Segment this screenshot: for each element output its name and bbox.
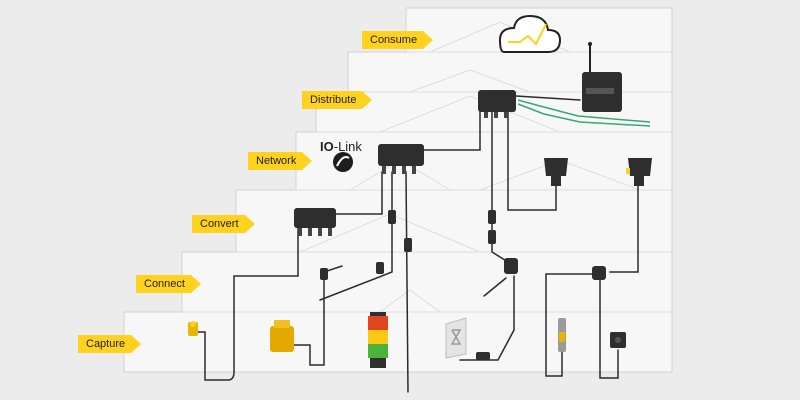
io-link-brand: IO: [320, 139, 334, 154]
cable-distribute-sensor3: [507, 109, 557, 211]
cable-splitter-b: [599, 279, 619, 379]
arrow-icon: [362, 91, 373, 109]
stage-label: Consume: [362, 31, 424, 49]
gateway-icon: [582, 42, 622, 112]
indicator-light-icon: [445, 317, 467, 359]
io-link-master-icon: [378, 144, 424, 174]
io-link-icon: [333, 152, 353, 172]
stage-label: Capture: [78, 335, 132, 353]
ethernet-switch-icon: [478, 90, 516, 118]
io-link-logo: IO-Link: [320, 139, 362, 154]
hub-icon: [294, 208, 336, 236]
cable-distribute-hub: [491, 109, 509, 263]
stack-light-icon: [368, 312, 388, 368]
io-link-rest: -Link: [333, 139, 362, 154]
stage-distribute: Distribute: [302, 91, 373, 109]
stage-label: Distribute: [302, 91, 363, 109]
cable-stack-light: [405, 171, 409, 393]
stage-connect: Connect: [136, 275, 201, 293]
cable-sensor4: [609, 185, 639, 273]
cable-network-down: [319, 171, 393, 301]
stage-label: Convert: [192, 215, 245, 233]
arrow-icon: [423, 31, 434, 49]
arrow-icon: [244, 215, 255, 233]
cable-splitter-a: [545, 273, 597, 377]
cable-network-distribute: [423, 109, 481, 151]
arrow-icon: [302, 152, 313, 170]
splitter-icon: [320, 210, 606, 360]
cables: [194, 95, 639, 393]
cloud-icon: [498, 14, 562, 53]
sensor-icon: [626, 158, 652, 186]
stage-label: Network: [248, 152, 303, 170]
cable-hub-sensor: [483, 277, 507, 297]
ethernet-cables: [517, 99, 651, 127]
stage-consume: Consume: [362, 31, 434, 49]
stage-label: Connect: [136, 275, 191, 293]
cable-gateway: [515, 95, 581, 101]
arrow-icon: [131, 335, 142, 353]
stage-convert: Convert: [192, 215, 255, 233]
cable-convert-network: [335, 171, 383, 215]
stage-capture: Capture: [78, 335, 142, 353]
stage-network: Network: [248, 152, 313, 170]
sensor-icon: [270, 320, 294, 352]
sensor-icon: [188, 321, 198, 336]
cable-sensor1: [194, 227, 299, 381]
sensor-icon: [544, 158, 568, 186]
sensor-icon: [558, 318, 566, 352]
sensor-icon: [610, 332, 626, 348]
arrow-icon: [190, 275, 201, 293]
